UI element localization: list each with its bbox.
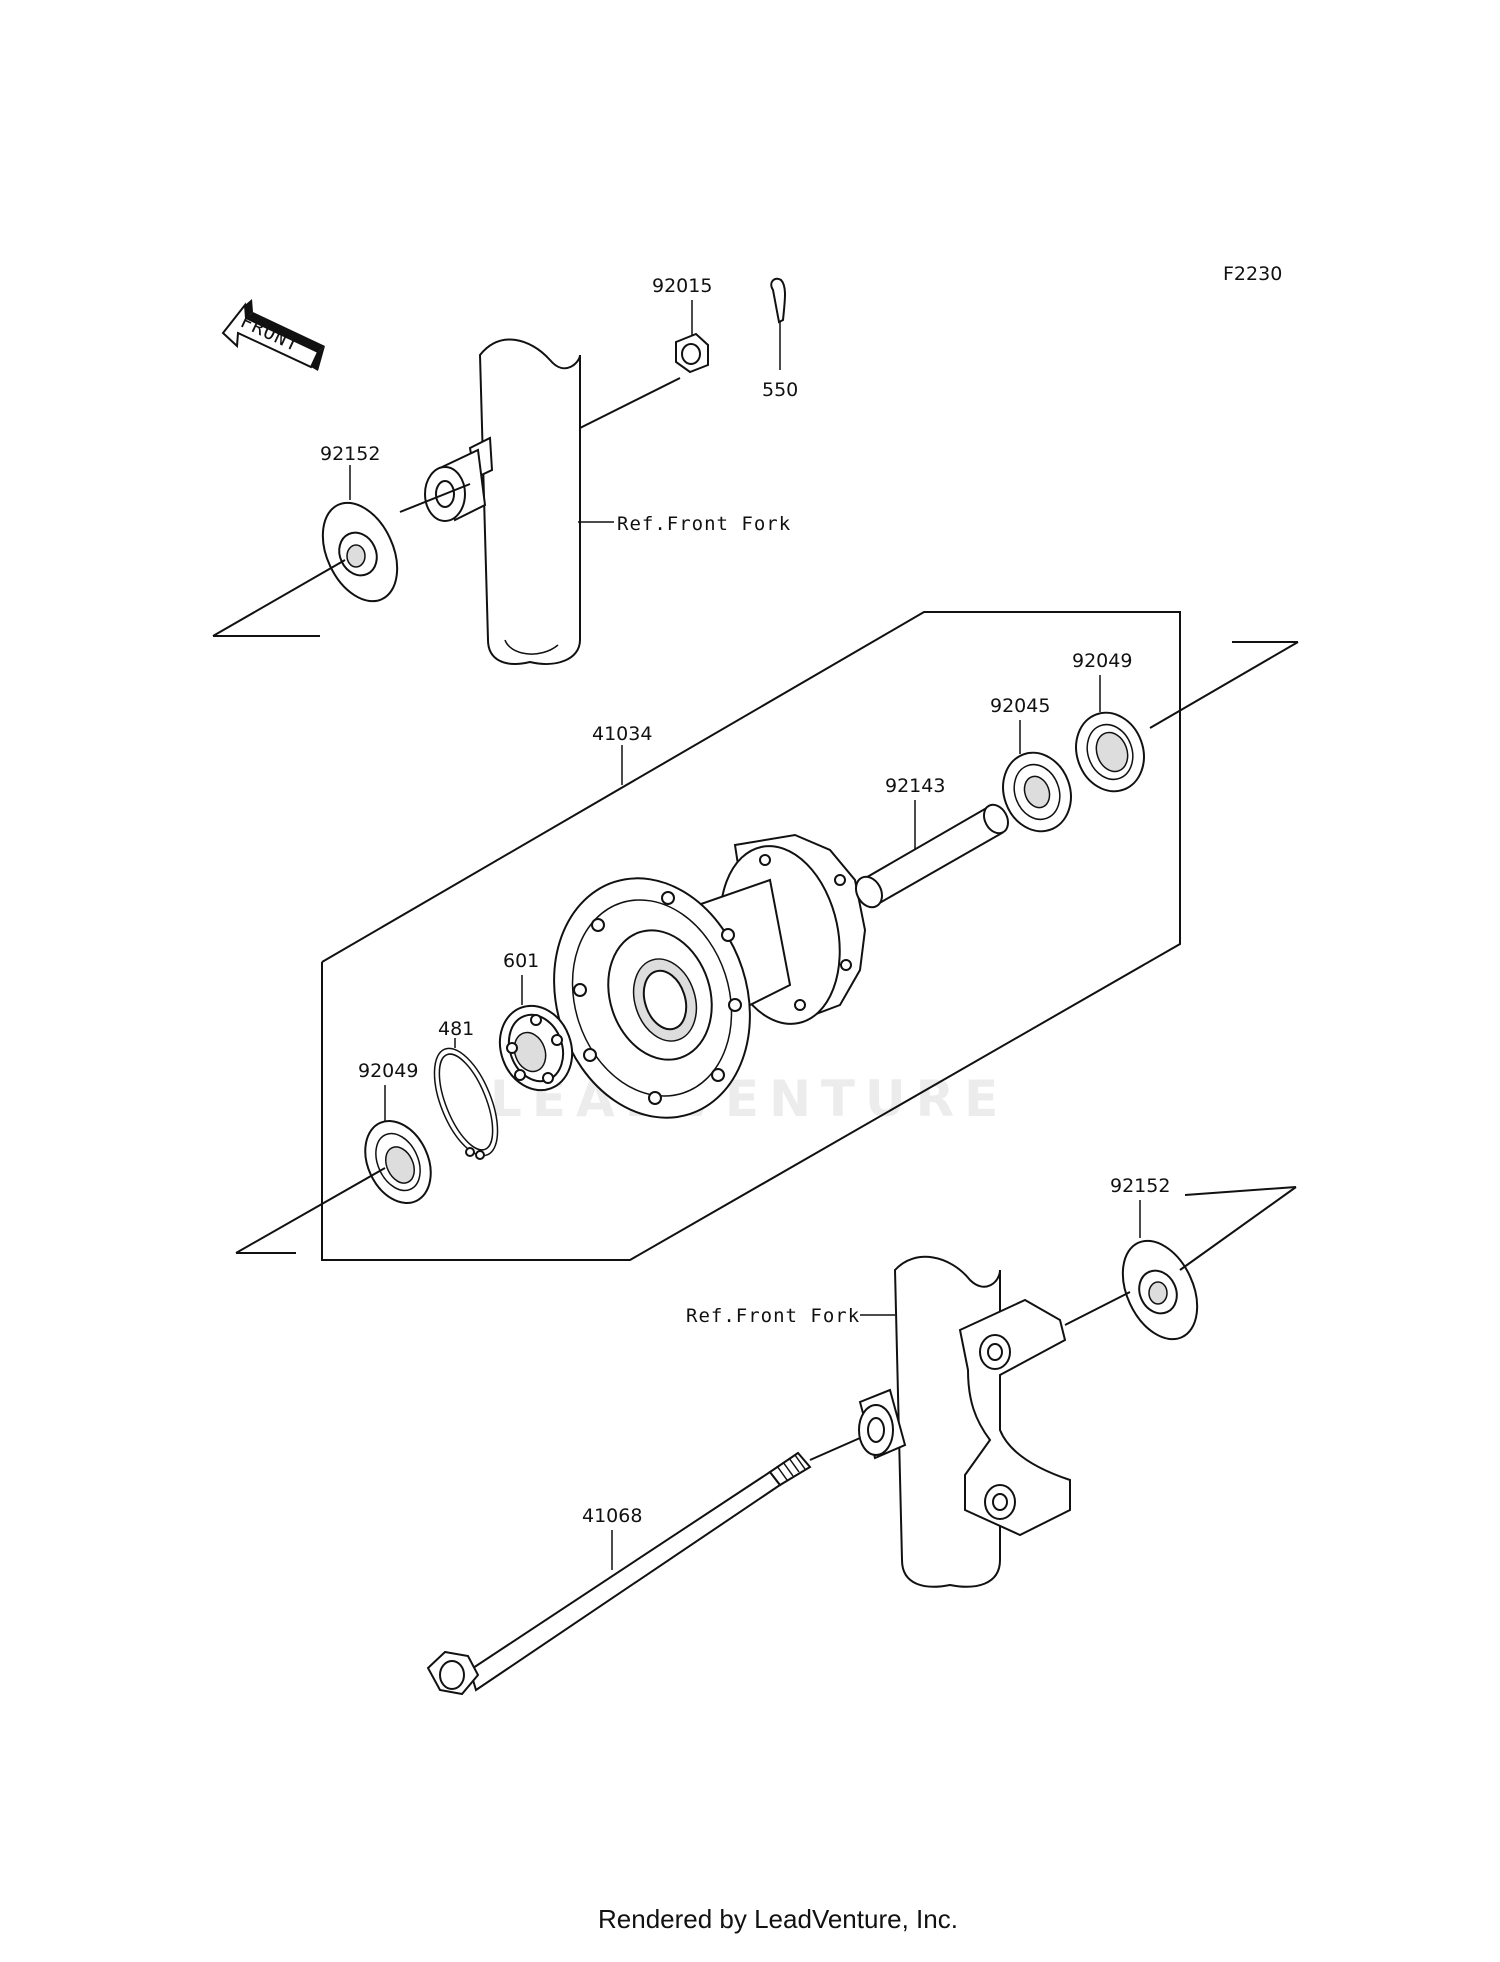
axle-line-bottom-right xyxy=(1179,1186,1297,1271)
watermark-text: LEADVENTURE xyxy=(490,1070,1008,1128)
axle-line-bottom-right-base xyxy=(1184,1186,1297,1196)
hub-assembly-box xyxy=(321,611,1181,1261)
label-41068[interactable]: 41068 xyxy=(582,1505,642,1527)
label-481[interactable]: 481 xyxy=(438,1018,474,1040)
part-92049-left-seal[interactable] xyxy=(353,1110,444,1213)
label-41034[interactable]: 41034 xyxy=(592,723,652,745)
part-92015-nut[interactable] xyxy=(675,332,709,374)
part-92152-top-spacer[interactable] xyxy=(308,491,412,613)
part-92152-bottom-spacer[interactable] xyxy=(1108,1229,1212,1351)
part-92049-right-seal[interactable] xyxy=(1065,703,1154,801)
part-481-circlip[interactable] xyxy=(421,1040,510,1164)
front-fork-top xyxy=(424,338,581,665)
label-92152-top[interactable]: 92152 xyxy=(320,443,380,465)
label-92049-right[interactable]: 92049 xyxy=(1072,650,1132,672)
ref-front-fork-top: Ref.Front Fork xyxy=(617,513,791,535)
label-92015[interactable]: 92015 xyxy=(652,275,712,297)
front-arrow-label: FRONT xyxy=(237,310,303,356)
front-arrow-icon: FRONT xyxy=(221,299,325,371)
label-92143[interactable]: 92143 xyxy=(885,775,945,797)
axle-line-top-left xyxy=(212,559,346,637)
front-fork-bottom xyxy=(858,1255,1071,1588)
axle-line-top-mid xyxy=(399,483,471,513)
axle-line-bottom-mid xyxy=(1064,1291,1131,1326)
label-92152-bottom[interactable]: 92152 xyxy=(1110,1175,1170,1197)
part-601-bearing[interactable] xyxy=(488,996,583,1101)
label-601[interactable]: 601 xyxy=(503,950,539,972)
part-92045-bearing[interactable] xyxy=(992,743,1081,841)
axle-line-bottom xyxy=(809,1437,861,1461)
label-92049-left[interactable]: 92049 xyxy=(358,1060,418,1082)
part-41068-axle[interactable] xyxy=(426,1451,812,1696)
part-92143-collar[interactable] xyxy=(851,801,1013,912)
part-550-cotter-pin[interactable] xyxy=(770,277,786,324)
axle-line-left xyxy=(235,1167,386,1254)
diagram-id: F2230 xyxy=(1223,263,1282,285)
ref-front-fork-bottom: Ref.Front Fork xyxy=(686,1305,860,1327)
footer-credit: Rendered by LeadVenture, Inc. xyxy=(598,1904,958,1934)
label-92045[interactable]: 92045 xyxy=(990,695,1050,717)
part-41034-hub[interactable] xyxy=(524,833,867,1143)
label-550[interactable]: 550 xyxy=(762,379,798,401)
axle-line-right xyxy=(1149,641,1299,729)
axle-line-top xyxy=(579,377,681,429)
